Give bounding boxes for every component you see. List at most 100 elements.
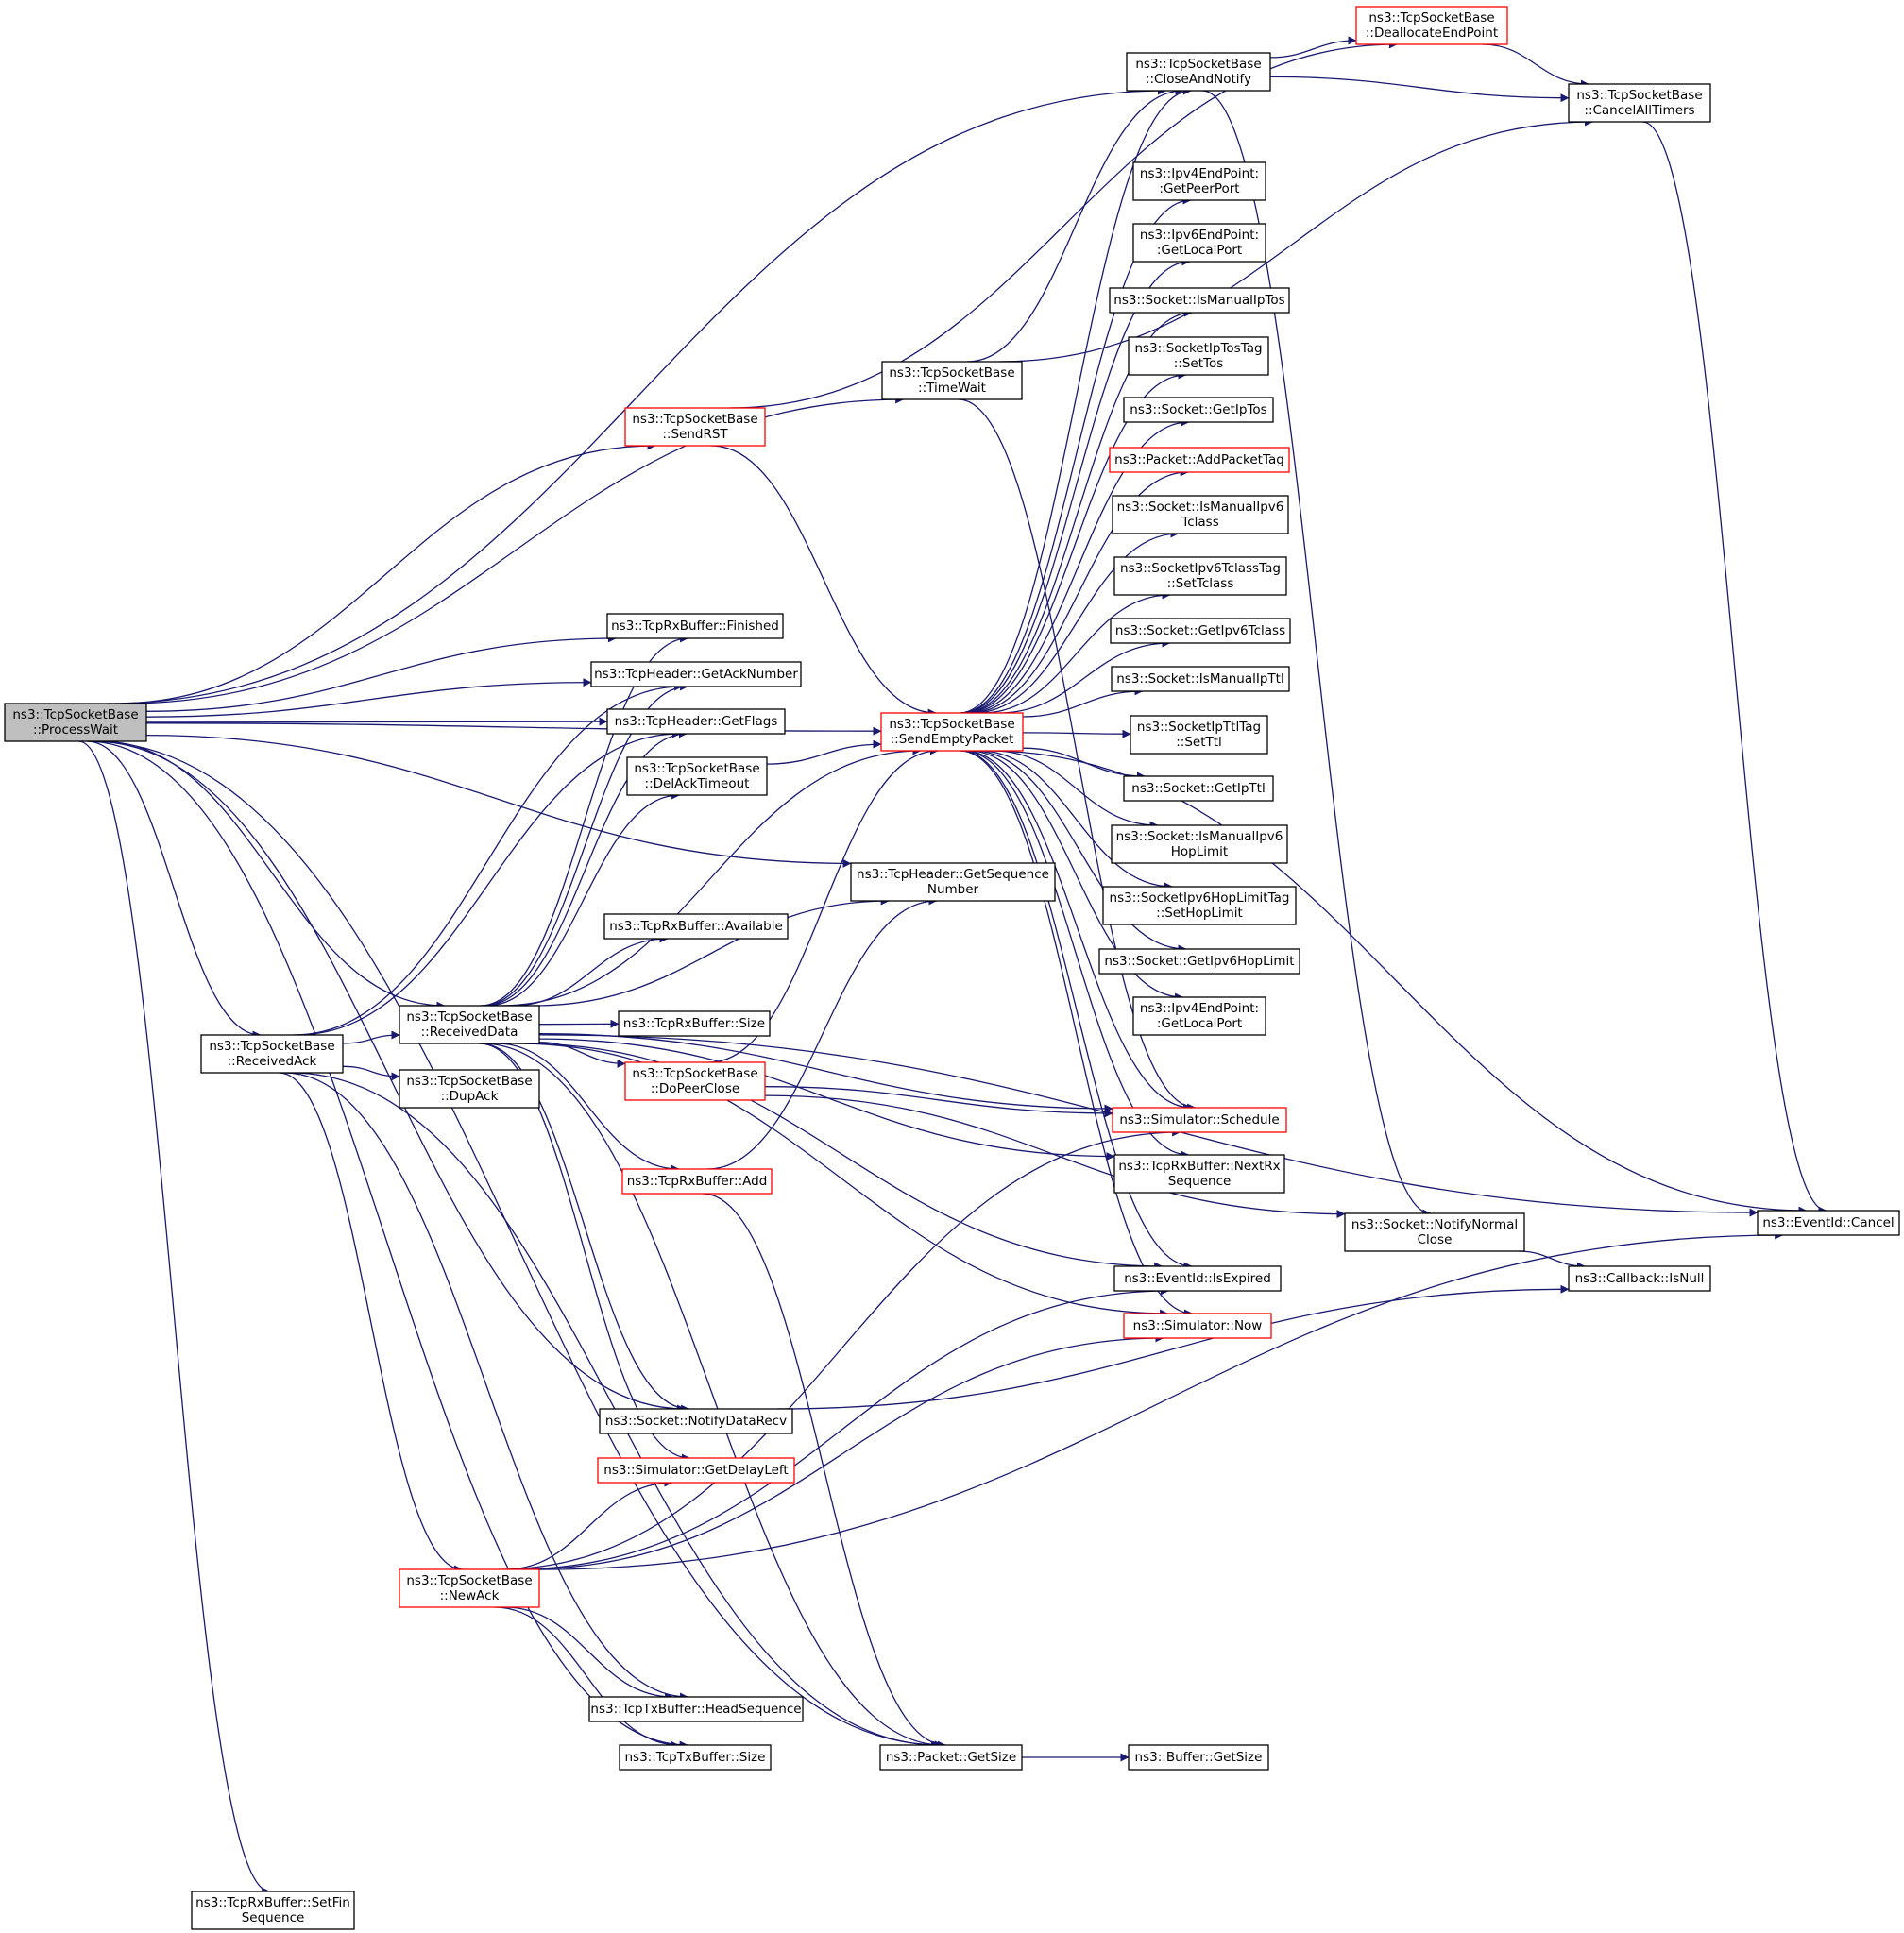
node-received-ack[interactable]: ns3::TcpSocketBase::ReceivedAck <box>200 1034 344 1074</box>
node-label: ::ReceivedAck <box>228 1054 317 1069</box>
node-is-manual-ip-tos[interactable]: ns3::Socket::IsManualIpTos <box>1109 287 1290 314</box>
edge-new-ack-to-tx-size <box>494 1606 680 1750</box>
node-label: ns3::Socket::IsManualIpv6 <box>1116 829 1284 844</box>
node-set-tclass[interactable]: ns3::SocketIpv6TclassTag::SetTclass <box>1114 556 1287 596</box>
node-rx-available[interactable]: ns3::TcpRxBuffer::Available <box>604 913 789 940</box>
node-get-ip-ttl[interactable]: ns3::Socket::GetIpTtl <box>1123 775 1274 802</box>
node-dup-ack[interactable]: ns3::TcpSocketBase::DupAck <box>399 1069 540 1109</box>
node-cancel-all-timers[interactable]: ns3::TcpSocketBase::CancelAllTimers <box>1568 83 1711 123</box>
node-rx-finished[interactable]: ns3::TcpRxBuffer::Finished <box>606 613 784 639</box>
node-do-peer-close[interactable]: ns3::TcpSocketBase::DoPeerClose <box>624 1061 766 1101</box>
node-packet-get-size[interactable]: ns3::Packet::GetSize <box>879 1744 1023 1771</box>
node-box <box>399 1005 540 1044</box>
node-label: ns3::TcpHeader::GetSequence <box>857 867 1049 882</box>
node-label: Number <box>927 882 979 897</box>
edge-send-empty-packet-to-ipv4-get-local-port <box>968 750 1184 1002</box>
node-send-rst[interactable]: ns3::TcpSocketBase::SendRST <box>624 407 766 447</box>
node-simulator-schedule[interactable]: ns3::Simulator::Schedule <box>1112 1107 1287 1133</box>
node-time-wait[interactable]: ns3::TcpSocketBase::TimeWait <box>881 361 1023 400</box>
node-get-delay-left[interactable]: ns3::Simulator::GetDelayLeft <box>597 1457 795 1484</box>
edge-send-empty-packet-to-is-manual-ipv6-hop-limit <box>993 750 1159 830</box>
node-box <box>590 661 802 687</box>
node-set-ttl[interactable]: ns3::SocketIpTtlTag::SetTtl <box>1130 715 1268 755</box>
node-event-id-cancel[interactable]: ns3::EventId::Cancel <box>1757 1210 1900 1236</box>
node-box <box>1123 775 1274 802</box>
edge-send-empty-packet-to-ipv6-get-local-port <box>961 257 1191 714</box>
node-del-ack-timeout[interactable]: ns3::TcpSocketBase::DelAckTimeout <box>626 756 768 796</box>
edge-send-empty-packet-to-set-hop-limit <box>978 750 1173 891</box>
node-label: Close <box>1418 1232 1453 1247</box>
edge-time-wait-to-simulator-schedule <box>958 398 1197 1112</box>
node-get-flags[interactable]: ns3::TcpHeader::GetFlags <box>606 708 786 735</box>
node-box <box>879 1744 1023 1771</box>
node-ipv4-get-local-port[interactable]: ns3::Ipv4EndPoint::GetLocalPort <box>1132 996 1266 1036</box>
node-set-hop-limit[interactable]: ns3::SocketIpv6HopLimitTag::SetHopLimit <box>1102 886 1297 925</box>
node-box <box>1112 1107 1287 1133</box>
node-ipv4-get-peer-port[interactable]: ns3::Ipv4EndPoint::GetPeerPort <box>1132 161 1266 201</box>
edge-new-ack-to-event-id-is-expired <box>513 1286 1169 1570</box>
edge-close-and-notify-to-notify-normal-close <box>1202 90 1432 1218</box>
node-label: ns3::Simulator::GetDelayLeft <box>604 1463 788 1478</box>
node-get-ip-tos[interactable]: ns3::Socket::GetIpTos <box>1123 397 1274 423</box>
edge-received-data-to-rx-add <box>496 1043 680 1174</box>
edge-deallocate-end-point-to-cancel-all-timers <box>1482 43 1590 89</box>
node-callback-is-null[interactable]: ns3::Callback::IsNull <box>1568 1265 1711 1292</box>
edge-notify-normal-close-to-callback-is-null <box>1518 1250 1586 1271</box>
edge-received-data-to-get-flags <box>483 729 688 1007</box>
node-add-packet-tag[interactable]: ns3::Packet::AddPacketTag <box>1109 447 1290 473</box>
edge-received-data-to-do-peer-close <box>538 1041 626 1068</box>
node-box <box>1114 556 1287 596</box>
node-close-and-notify[interactable]: ns3::TcpSocketBase::CloseAndNotify <box>1126 52 1271 92</box>
node-label: ::DupAck <box>441 1089 499 1104</box>
node-send-empty-packet[interactable]: ns3::TcpSocketBase::SendEmptyPacket <box>880 712 1024 752</box>
edge-notify-data-recv-to-callback-is-null <box>776 1284 1570 1410</box>
node-label: ns3::Socket::GetIpTtl <box>1131 781 1265 796</box>
node-label: ns3::Socket::NotifyDataRecv <box>605 1414 787 1429</box>
node-buffer-get-size[interactable]: ns3::Buffer::GetSize <box>1128 1744 1269 1771</box>
node-process-wait[interactable]: ns3::TcpSocketBase::ProcessWait <box>4 703 147 742</box>
node-box <box>1109 287 1290 314</box>
node-new-ack[interactable]: ns3::TcpSocketBase::NewAck <box>399 1568 540 1608</box>
node-box <box>1757 1210 1900 1236</box>
node-tx-head-sequence[interactable]: ns3::TcpTxBuffer::HeadSequence <box>588 1696 804 1722</box>
edge-send-rst-to-deallocate-end-point <box>729 40 1398 409</box>
edge-process-wait-to-get-ack-number <box>145 678 592 718</box>
node-is-manual-ip-ttl[interactable]: ns3::Socket::IsManualIpTtl <box>1111 666 1290 692</box>
node-tx-size[interactable]: ns3::TcpTxBuffer::Size <box>619 1744 772 1771</box>
node-label: Sequence <box>242 1910 305 1925</box>
node-get-ack-number[interactable]: ns3::TcpHeader::GetAckNumber <box>590 661 802 687</box>
node-box <box>1128 336 1269 376</box>
node-rx-size[interactable]: ns3::TcpRxBuffer::Size <box>618 1010 771 1037</box>
node-get-ipv6-hop-limit[interactable]: ns3::Socket::GetIpv6HopLimit <box>1098 948 1300 975</box>
edge-process-wait-to-set-fin-sequence <box>78 740 271 1896</box>
node-socket-ip-tos-tag-set-tos[interactable]: ns3::SocketIpTosTag::SetTos <box>1128 336 1269 376</box>
node-notify-data-recv[interactable]: ns3::Socket::NotifyDataRecv <box>599 1408 793 1434</box>
node-box <box>1098 948 1300 975</box>
edge-received-data-to-del-ack-timeout <box>486 790 681 1007</box>
node-label: ns3::TcpSocketBase <box>209 1039 334 1054</box>
node-label: ns3::TcpSocketBase <box>634 761 759 776</box>
node-event-id-is-expired[interactable]: ns3::EventId::IsExpired <box>1114 1265 1282 1292</box>
edge-process-wait-to-close-and-notify <box>108 86 1166 704</box>
node-label: ns3::Socket::GetIpv6HopLimit <box>1104 954 1294 969</box>
node-box <box>624 1061 766 1101</box>
node-simulator-now[interactable]: ns3::Simulator::Now <box>1123 1313 1272 1339</box>
node-label: ns3::TcpSocketBase <box>406 1009 532 1025</box>
node-deallocate-end-point[interactable]: ns3::TcpSocketBase::DeallocateEndPoint <box>1355 6 1508 45</box>
node-box <box>4 703 147 742</box>
node-received-data[interactable]: ns3::TcpSocketBase::ReceivedData <box>399 1005 540 1044</box>
node-label: ns3::TcpSocketBase <box>406 1074 532 1089</box>
node-label: ns3::Ipv6EndPoint: <box>1140 228 1259 243</box>
node-label: ns3::Socket::IsManualIpTos <box>1114 293 1284 308</box>
node-get-ipv6-tclass[interactable]: ns3::Socket::GetIpv6Tclass <box>1110 618 1291 644</box>
node-ipv6-get-local-port[interactable]: ns3::Ipv6EndPoint::GetLocalPort <box>1132 223 1266 263</box>
node-box <box>624 407 766 447</box>
edge-process-wait-to-rx-finished <box>145 634 617 712</box>
node-rx-add[interactable]: ns3::TcpRxBuffer::Add <box>621 1168 773 1195</box>
